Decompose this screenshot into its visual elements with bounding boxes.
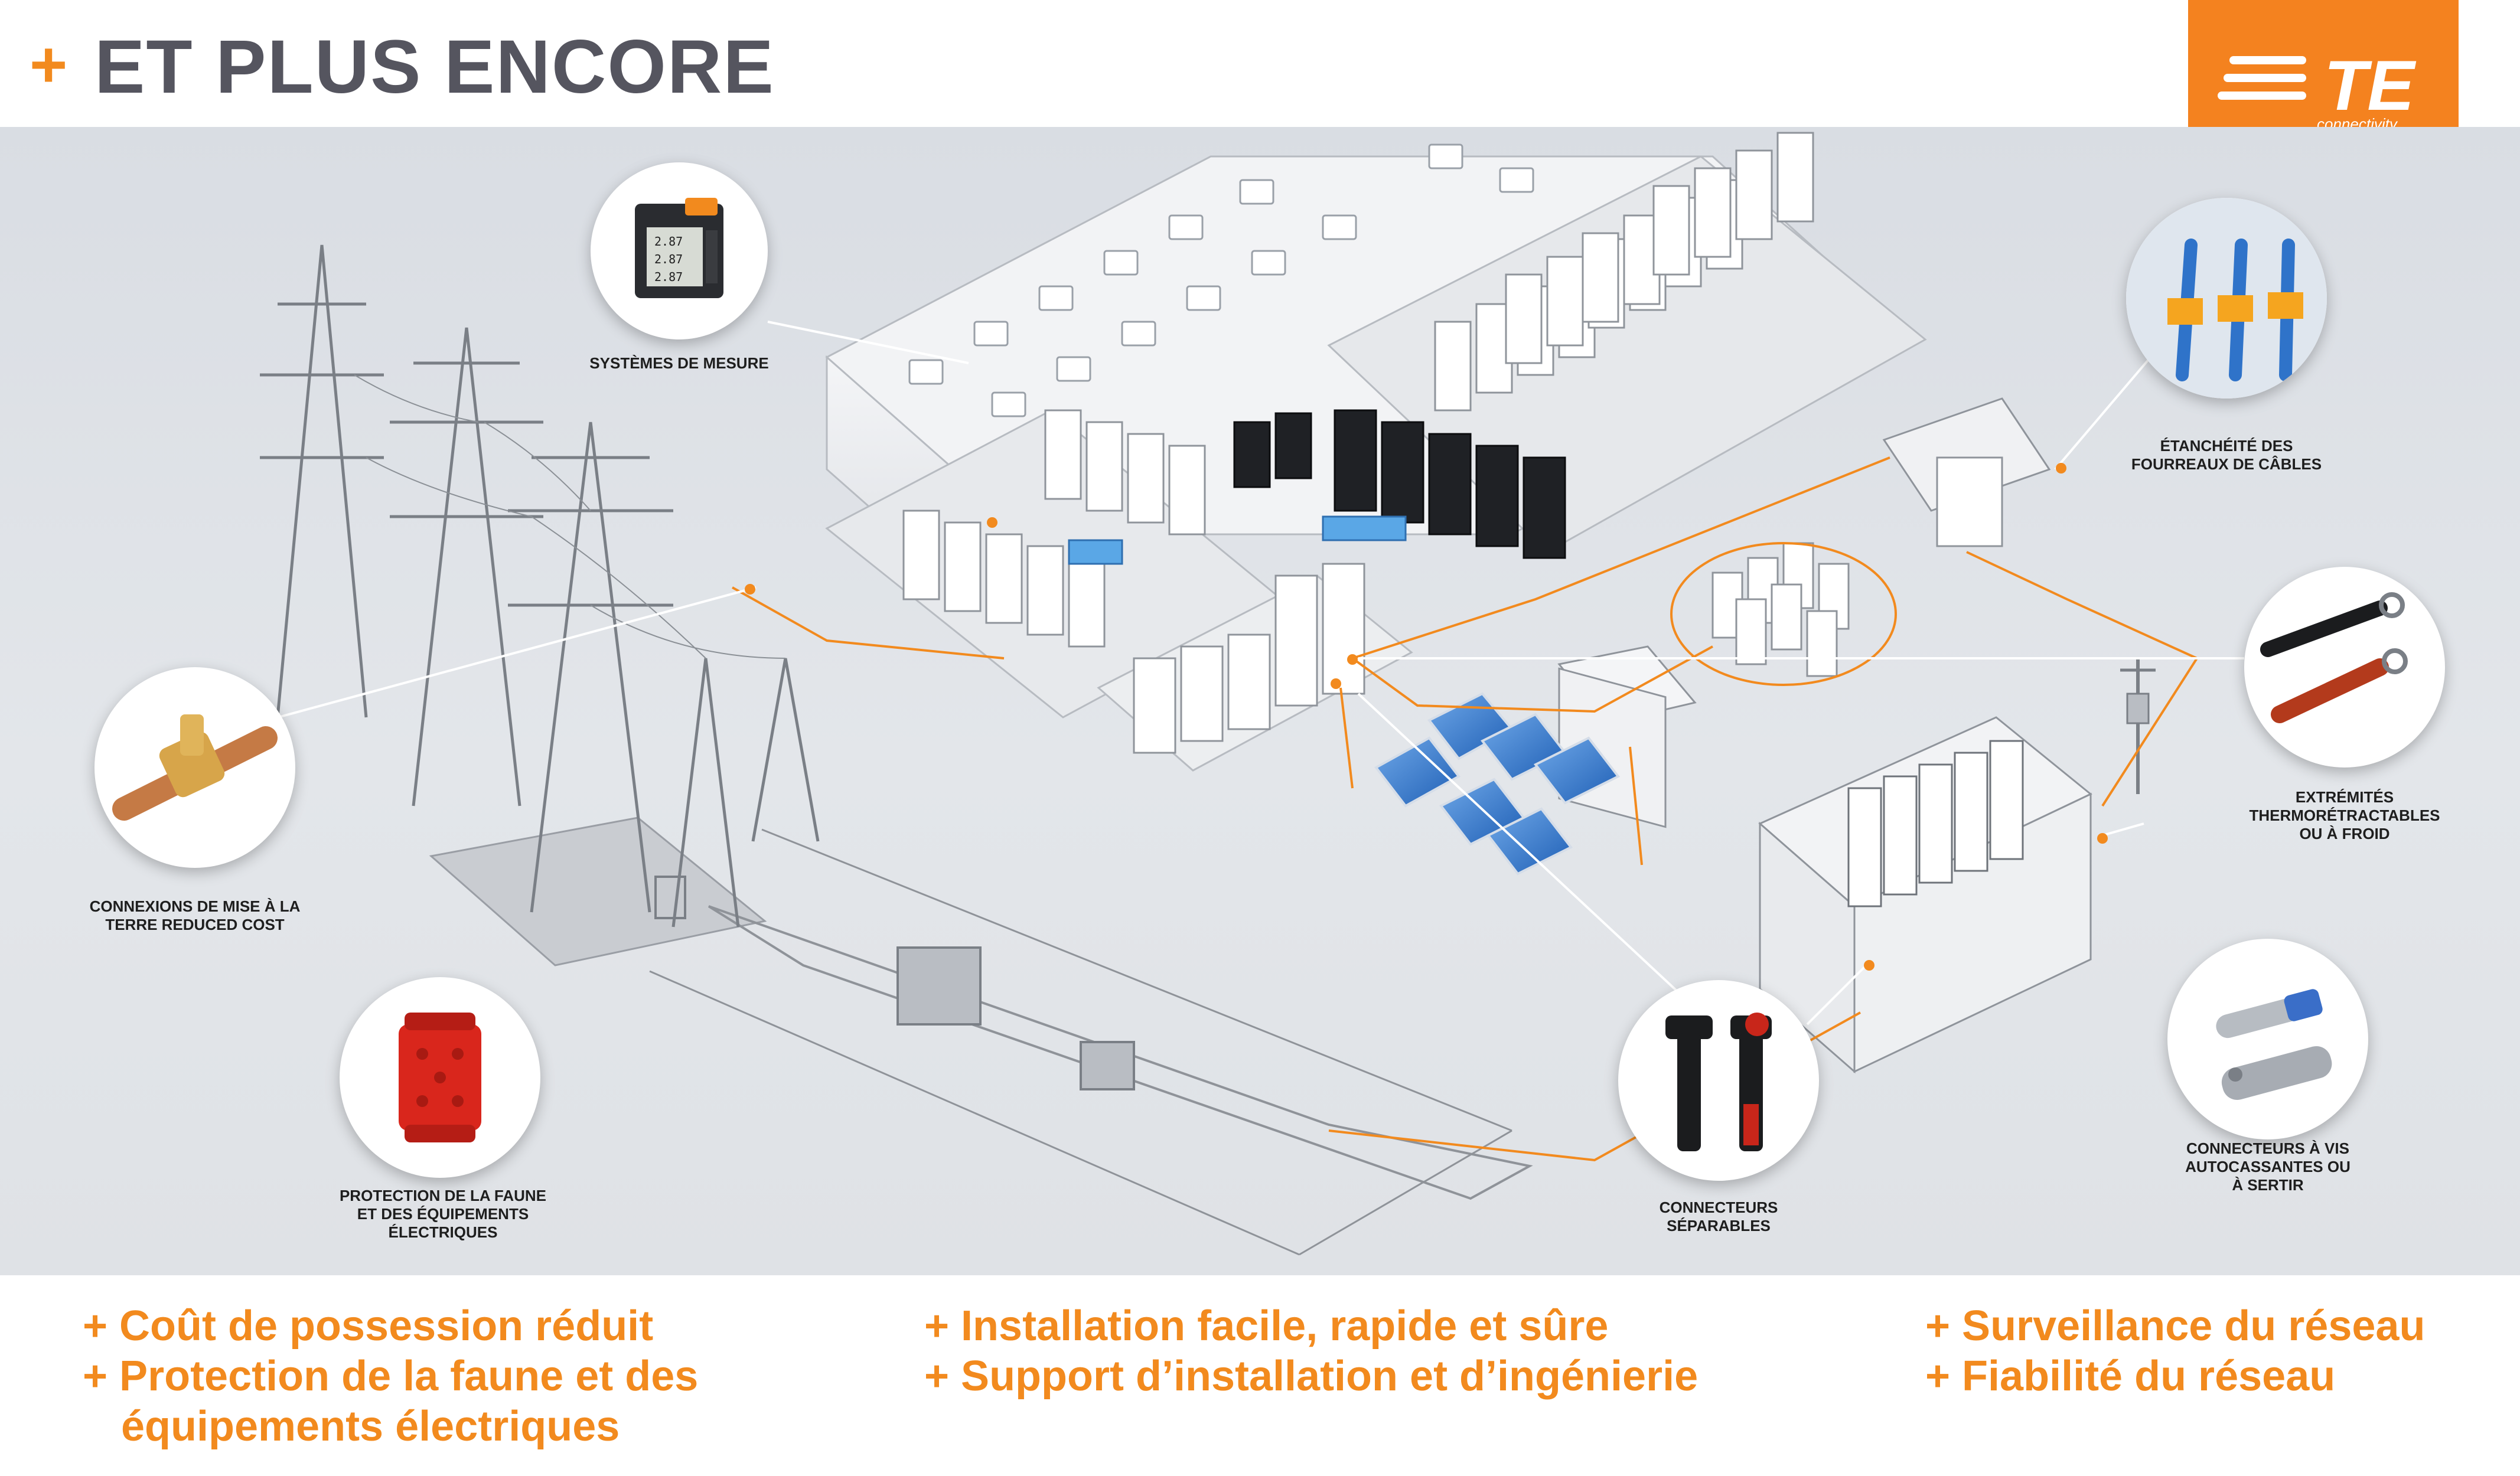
benefit-cost: + Coût de possession réduit	[83, 1302, 654, 1350]
wildlife-label-line1: PROTECTION DE LA FAUNE	[339, 1187, 547, 1204]
header: + ET PLUS ENCORE TE connectivity	[0, 0, 2520, 161]
benefit-wildlife: + Protection de la faune et des	[83, 1353, 699, 1400]
cable-sealing-label-line1: ÉTANCHÉITÉ DES	[2160, 437, 2293, 455]
callout-terminations-label: EXTRÉMITÉS THERMORÉTRACTABLES OU À FROID	[2221, 788, 2469, 844]
callout-measurement-label: SYSTÈMES DE MESURE	[567, 354, 791, 373]
terminations-label-line1: EXTRÉMITÉS	[2295, 788, 2394, 806]
benefit-monitoring: + Surveillance du réseau	[1925, 1302, 2426, 1350]
wildlife-label-line3: ÉLECTRIQUES	[388, 1223, 498, 1242]
logo-text: TE	[2324, 46, 2415, 125]
callout-lugs[interactable]	[2167, 939, 2368, 1139]
measurement-label-text: SYSTÈMES DE MESURE	[589, 354, 769, 372]
meter-reading-3: 2.87	[654, 270, 683, 284]
callout-measurement[interactable]: 2.87 2.87 2.87	[591, 162, 768, 339]
page-title: ET PLUS ENCORE	[94, 25, 775, 109]
logo-stripes-icon	[2218, 56, 2306, 100]
infrastructure-illustration: 2.87 2.87 2.87 SYSTÈMES DE MESURE ÉTANCH…	[0, 127, 2520, 1275]
callout-terminations[interactable]	[2244, 567, 2445, 768]
cable-termination-icon	[2260, 592, 2408, 723]
illustration-scene	[212, 132, 2244, 1256]
callout-wildlife-protection-label: PROTECTION DE LA FAUNE ET DES ÉQUIPEMENT…	[319, 1187, 567, 1242]
meter-reading-2: 2.87	[654, 252, 683, 266]
terminations-label-line2: THERMORÉTRACTABLES	[2249, 806, 2440, 825]
terminations-label-line3: OU À FROID	[2299, 825, 2390, 843]
callout-wildlife-protection[interactable]	[340, 977, 540, 1178]
lugs-label-line1: CONNECTEURS À VIS	[2186, 1139, 2349, 1157]
lugs-label-line2: AUTOCASSANTES OU	[2185, 1158, 2351, 1176]
grounding-connector-icon	[112, 714, 278, 821]
separable-label-line2: SÉPARABLES	[1667, 1217, 1771, 1235]
benefit-wildlife-cont: équipements électriques	[121, 1403, 620, 1450]
grounding-label-line2: TERRE REDUCED COST	[105, 916, 285, 934]
callout-separable-connectors[interactable]	[1618, 980, 1819, 1181]
benefit-support: + Support d’installation et d’ingénierie	[924, 1353, 1699, 1400]
benefit-installation: + Installation facile, rapide et sûre	[924, 1302, 1609, 1350]
benefits-footer: + Coût de possession réduit + Protection…	[0, 1275, 2520, 1476]
benefit-reliability: + Fiabilité du réseau	[1925, 1353, 2336, 1400]
wildlife-label-line2: ET DES ÉQUIPEMENTS	[357, 1205, 529, 1223]
callout-grounding[interactable]	[94, 667, 295, 868]
callout-cable-sealing-label: ÉTANCHÉITÉ DES FOURREAUX DE CÂBLES	[2102, 437, 2351, 474]
callout-lugs-label: CONNECTEURS À VIS AUTOCASSANTES OU À SER…	[2144, 1139, 2392, 1195]
crimp-lug-icon	[2216, 989, 2332, 1101]
grounding-label-line1: CONNEXIONS DE MISE À LA	[89, 897, 301, 915]
callout-cable-sealing[interactable]	[2126, 198, 2327, 399]
separable-label-line1: CONNECTEURS	[1659, 1199, 1778, 1216]
callout-separable-connectors-label: CONNECTEURS SÉPARABLES	[1595, 1199, 1843, 1235]
lugs-label-line3: À SERTIR	[2232, 1176, 2304, 1194]
power-meter-icon	[635, 198, 723, 298]
meter-reading-1: 2.87	[654, 234, 683, 249]
separable-connector-icon	[1665, 1013, 1772, 1151]
wildlife-guard-icon	[399, 1013, 481, 1142]
cable-sealing-label-line2: FOURREAUX DE CÂBLES	[2131, 455, 2322, 474]
cable-sealing-icon	[2126, 198, 2327, 399]
title-plus-icon: +	[30, 28, 68, 101]
callout-grounding-label: CONNEXIONS DE MISE À LA TERRE REDUCED CO…	[65, 897, 325, 934]
